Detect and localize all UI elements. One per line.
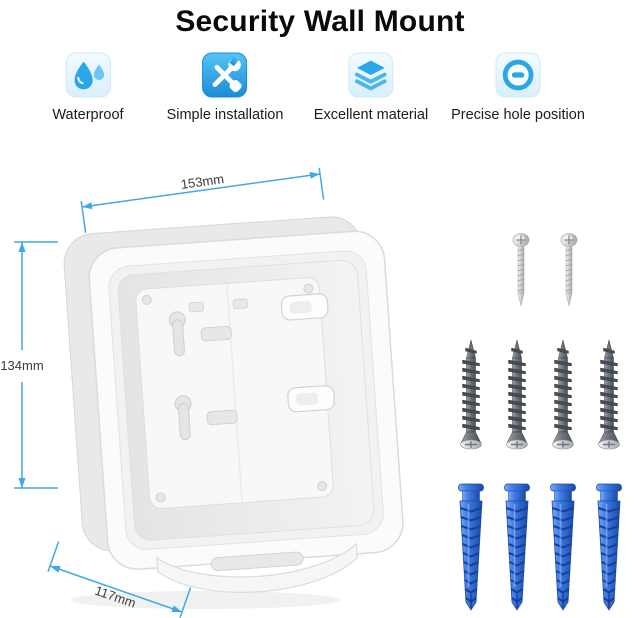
large-screw-icon [551, 339, 575, 450]
feature-label: Excellent material [313, 107, 429, 123]
mount-bottom-lip [156, 542, 358, 593]
dimension-height [14, 241, 58, 489]
keyhole-slot [168, 311, 186, 357]
dimension-height-label: 134mm [0, 358, 43, 373]
large-screw-icon [459, 339, 483, 450]
water-drops-icon [65, 52, 111, 98]
feature-item-waterproof: Waterproof [52, 52, 124, 123]
page-title: Security Wall Mount [175, 5, 465, 38]
tools-icon [202, 52, 248, 98]
large-screw-icon [505, 339, 529, 450]
wall-anchor-icon [549, 482, 577, 612]
feature-item-material: Excellent material [314, 52, 428, 123]
feature-label: Waterproof [52, 107, 124, 123]
large-screw-icon [597, 339, 621, 450]
mount-back-plate [135, 277, 335, 509]
hole-position-icon [495, 52, 541, 98]
wall-anchor-icon [595, 482, 623, 612]
wall-anchor-icon [503, 482, 531, 612]
layers-icon [348, 52, 394, 98]
wall-anchor-icon [457, 482, 485, 612]
keyhole-slot [174, 395, 192, 441]
mount-hook [280, 293, 329, 321]
dimension-width [80, 167, 325, 233]
feature-label: Simple installation [166, 107, 284, 123]
feature-item-hole-position: Precise hole position [451, 52, 585, 123]
dimension-width-label: 153mm [180, 171, 225, 192]
small-screw-icon [560, 232, 578, 307]
dimension-depth [47, 541, 192, 618]
feature-item-installation: Simple installation [166, 52, 284, 123]
mount-hook [287, 385, 335, 413]
mount-shadow [70, 591, 340, 609]
feature-label: Precise hole position [451, 107, 585, 123]
small-screw-icon [512, 232, 530, 307]
wall-mount-render [63, 216, 404, 593]
